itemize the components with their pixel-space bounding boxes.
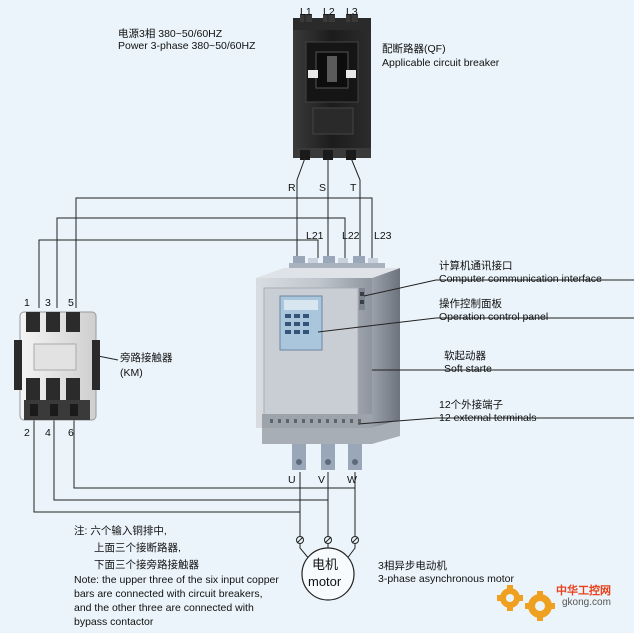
breaker-output-r: R (288, 182, 296, 194)
motor-type-label-cn: 3相异步电动机 (378, 560, 447, 572)
breaker-output-t: T (350, 182, 357, 194)
breaker-wires (296, 14, 361, 258)
contactor-terminal-1: 1 (24, 297, 30, 309)
note-line-2: 上面三个接断路器, (94, 542, 181, 554)
motor-wires (296, 472, 359, 561)
bypass-contactor (14, 311, 100, 421)
phase-label-l1: L1 (300, 6, 312, 18)
power-label-cn: 电源3相 380~50/60HZ (118, 28, 223, 40)
power-label-en: Power 3-phase 380~50/60HZ (118, 40, 256, 52)
starter-output-v: V (318, 474, 326, 486)
terminals-label-en: 12 external terminals (439, 412, 537, 424)
contactor-label-en: (KM) (120, 367, 143, 379)
note-line-3: 下面三个接旁路接触器 (94, 559, 199, 571)
bypass-wires (33, 197, 373, 513)
contactor-terminal-6: 6 (68, 427, 74, 439)
breaker-label-en: Applicable circuit breaker (382, 57, 500, 69)
watermark-url: gkong.com (562, 597, 611, 608)
motor-label-cn: 电机 (312, 557, 339, 572)
motor (301, 547, 355, 601)
starter-output-u: U (288, 474, 296, 486)
contactor-terminal-4: 4 (45, 427, 51, 439)
callout-leaders (97, 279, 634, 425)
comm-interface-label-cn: 计算机通讯接口 (439, 260, 513, 272)
control-panel-label-cn: 操作控制面板 (439, 298, 502, 310)
control-panel-label-en: Operation control panel (439, 311, 549, 323)
breaker-output-s: S (319, 182, 327, 194)
terminals-label-cn: 12个外接端子 (439, 399, 504, 411)
note-en: Note: the upper three of the six input c… (74, 574, 279, 628)
contactor-terminal-5: 5 (68, 297, 74, 309)
soft-starter-label-en: Soft starte (444, 363, 492, 375)
starter-input-l23: L23 (374, 230, 392, 242)
soft-starter-label-cn: 软起动器 (444, 350, 486, 362)
contactor-label-cn: 旁路接触器 (120, 352, 173, 364)
gear-watermark-icon (497, 585, 555, 621)
motor-label-en: motor (308, 574, 342, 589)
comm-interface-label-en: Computer communication interface (439, 273, 602, 285)
note-line-1: 注: 六个输入铜排中, (74, 525, 167, 537)
circuit-breaker (293, 14, 371, 160)
motor-type-label-en: 3-phase asynchronous motor (378, 573, 514, 585)
starter-output-w: W (347, 474, 357, 486)
contactor-terminal-3: 3 (45, 297, 51, 309)
soft-starter (256, 256, 400, 470)
contactor-terminal-2: 2 (24, 427, 30, 439)
phase-label-l3: L3 (346, 6, 358, 18)
phase-label-l2: L2 (323, 6, 335, 18)
breaker-label-cn: 配断路器(QF) (382, 43, 446, 55)
starter-input-l22: L22 (342, 230, 360, 242)
starter-input-l21: L21 (306, 230, 324, 242)
watermark-cn: 中华工控网 (556, 585, 611, 597)
